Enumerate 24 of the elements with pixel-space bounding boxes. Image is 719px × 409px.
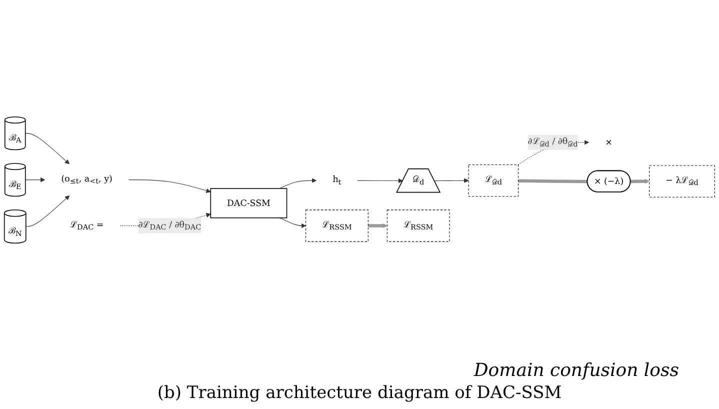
arrow [25, 177, 46, 182]
node-text: (o$_{≤t}$, a$_{<t}$, y) [61, 173, 112, 186]
figure-caption: (b) Training architecture diagram of DAC-SSM [157, 383, 562, 403]
arrow [368, 223, 388, 228]
arrow [25, 133, 70, 164]
edge-label: ∂ℒ$_{DAC}$ / ∂θ$_{DAC}$ [138, 219, 202, 232]
node-text: ℒ$_{DAC}$ = [70, 219, 104, 232]
arrow [357, 178, 404, 184]
arrow [434, 178, 469, 183]
arrow [279, 218, 306, 228]
node-box: ℒ$_{RSSM}$ [386, 210, 450, 242]
note-text: Domain confusion loss [474, 360, 679, 381]
node-text: h$_{t}$ [332, 174, 342, 187]
connector [518, 179, 588, 184]
node-box: ℒ$_{𝒟d}$ [468, 164, 519, 197]
arrow [26, 195, 70, 227]
arrow [128, 180, 211, 193]
arrow [279, 178, 317, 189]
node-box: − λℒ$_{𝒟d}$ [649, 165, 715, 198]
node-box: ℒ$_{RSSM}$ [306, 210, 368, 242]
arrow [630, 178, 650, 184]
node-box: DAC-SSM [210, 188, 288, 218]
edge-label: ∂ℒ$_{𝒟d}$ / ∂θ$_{𝒟d}$ [528, 136, 578, 148]
node-text: × [605, 136, 612, 148]
